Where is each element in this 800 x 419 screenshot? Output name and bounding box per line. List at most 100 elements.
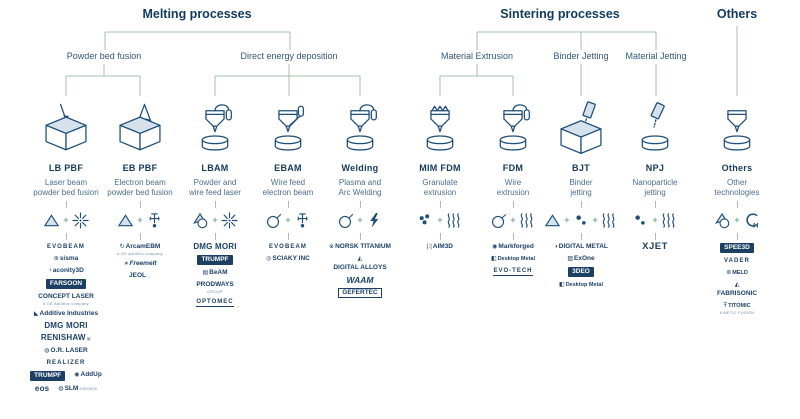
vendor-logo-row: TRUMPF bbox=[167, 255, 263, 265]
vendor-logo-row: DMG MORI bbox=[167, 243, 263, 251]
process-symbols: + bbox=[312, 210, 408, 230]
vendor-logo-waam: WAAM bbox=[347, 276, 374, 285]
process-symbols: + bbox=[92, 210, 188, 230]
logo-text: REALIZER bbox=[46, 360, 86, 366]
machine-icon-nozzle-wire bbox=[240, 96, 336, 156]
logo-text: BeAM bbox=[209, 269, 228, 276]
logo-mark-icon: ◣ bbox=[33, 311, 39, 317]
vendor-logo-evo-tech: EVO-TECH bbox=[493, 267, 533, 276]
logo-text: aconity3D bbox=[52, 267, 84, 274]
logo-text: Desktop Metal bbox=[565, 282, 603, 288]
connector-stub bbox=[439, 233, 441, 240]
logo-mark-icon: ◍ bbox=[44, 348, 50, 354]
vendor-logo-row: ◭DIGITAL ALLOYS bbox=[312, 255, 408, 272]
connector-stub bbox=[359, 201, 361, 208]
logo-text: TRUMPF bbox=[34, 372, 62, 379]
vendor-logo-sisma: ⊛sisma bbox=[54, 255, 78, 263]
logo-mark-icon: ◎ bbox=[266, 256, 272, 262]
vendor-logo-row: OPTOMEC bbox=[167, 298, 263, 307]
vendor-logo-jeol: JEOL◡ bbox=[129, 272, 151, 280]
symbol-wire-icon bbox=[490, 212, 507, 229]
vendor-logo-row: VADER bbox=[689, 257, 785, 265]
heading-sintering-processes: Sintering processes bbox=[500, 7, 620, 21]
vendor-logo-addup: ◉AddUp bbox=[74, 371, 102, 379]
vendor-logo-slm: ◍SLMsolutions bbox=[58, 385, 97, 393]
vendor-logo-spee3d: SPEE3D bbox=[720, 243, 754, 253]
logo-mark-icon: ⊛ bbox=[726, 270, 732, 276]
logo-mark-icon: ▤ bbox=[202, 270, 209, 276]
process-symbols: + bbox=[689, 210, 785, 230]
logo-text: DIGITAL METAL bbox=[558, 243, 608, 250]
symbol-laser-icon bbox=[221, 211, 238, 229]
vendor-logo-vader: VADER bbox=[724, 257, 750, 265]
logo-subtext: a GE Additive company bbox=[117, 251, 163, 256]
logo-text: MELD bbox=[732, 270, 748, 276]
connector-stub bbox=[139, 201, 141, 208]
process-symbols: ++ bbox=[533, 210, 629, 230]
machine-icon-head-cyl bbox=[607, 96, 703, 156]
process-symbols: + bbox=[167, 210, 263, 230]
vendor-logo-row: EVO-TECH bbox=[465, 267, 561, 276]
symbol-laser-icon bbox=[72, 211, 89, 229]
symbol-heat-icon bbox=[661, 212, 678, 229]
logo-text: SLM bbox=[64, 385, 79, 392]
logo-text: EVO-TECH bbox=[493, 268, 533, 274]
vendor-logo-row: ⊛sisma bbox=[18, 255, 114, 263]
connector-stub bbox=[359, 233, 361, 240]
symbol-egun-icon bbox=[294, 212, 311, 229]
connector-stub bbox=[214, 201, 216, 208]
vendor-logo-row: TRUMPF ◉AddUp bbox=[18, 371, 114, 381]
connector-stub bbox=[287, 201, 289, 208]
vendor-logo-trumpf: TRUMPF bbox=[197, 255, 233, 265]
logo-mark-icon: ▨ bbox=[567, 256, 574, 262]
machine-icon-head-box bbox=[533, 96, 629, 156]
process-code: NPJ bbox=[645, 163, 665, 173]
process-symbols: + bbox=[240, 210, 336, 230]
vendor-logo-row: ◑DIGITAL METAL bbox=[533, 243, 629, 251]
vendor-logo-fabrisonic: ◭FABRISONIC bbox=[717, 281, 757, 298]
vendor-logo-meld: ⊛MELD bbox=[726, 269, 748, 277]
vendor-logo-row: 3DEO bbox=[533, 267, 629, 277]
vendor-logo-row: ※NORSK TITANIUM bbox=[312, 243, 408, 251]
machine-icon-nozzle-cable bbox=[312, 96, 408, 156]
vendor-logo-additive-industries: ◣Additive Industries bbox=[34, 310, 98, 318]
process-code: LB PBF bbox=[48, 163, 84, 173]
process-code: Others bbox=[721, 163, 753, 173]
vendor-logo-row: ∗Freemelt bbox=[92, 260, 188, 268]
vendor-logo-sciaky-inc: ◎SCIAKY INC bbox=[266, 255, 310, 263]
symbol-egun-icon bbox=[146, 212, 163, 229]
logo-text: sisma bbox=[59, 255, 79, 262]
symbol-drops-icon bbox=[632, 212, 649, 229]
logo-text: ArcamEBM bbox=[125, 243, 161, 250]
logo-text: PRODWAYS bbox=[196, 281, 234, 288]
vendor-logo-row: FARSOON bbox=[18, 279, 114, 289]
logo-mark-icon: ◭ bbox=[357, 256, 363, 262]
machine-icon-box-ebeam bbox=[92, 96, 188, 156]
logo-text: CONCEPT LASER bbox=[38, 293, 94, 300]
vendor-logo-row: WAAM bbox=[312, 276, 408, 285]
machine-icon-nozzle-cable bbox=[167, 96, 263, 156]
vendor-logo-dmg-mori: DMG MORI bbox=[44, 322, 87, 330]
symbol-wire-icon bbox=[337, 212, 354, 229]
logo-mark-icon: ※ bbox=[329, 244, 335, 250]
process-symbols: + bbox=[392, 210, 488, 230]
logo-text: 3DEO bbox=[572, 268, 590, 275]
logo-tail-text: solutions bbox=[79, 386, 98, 391]
process-code: LBAM bbox=[201, 163, 229, 173]
vendor-logo-markforged: ◉Markforged bbox=[492, 243, 534, 251]
